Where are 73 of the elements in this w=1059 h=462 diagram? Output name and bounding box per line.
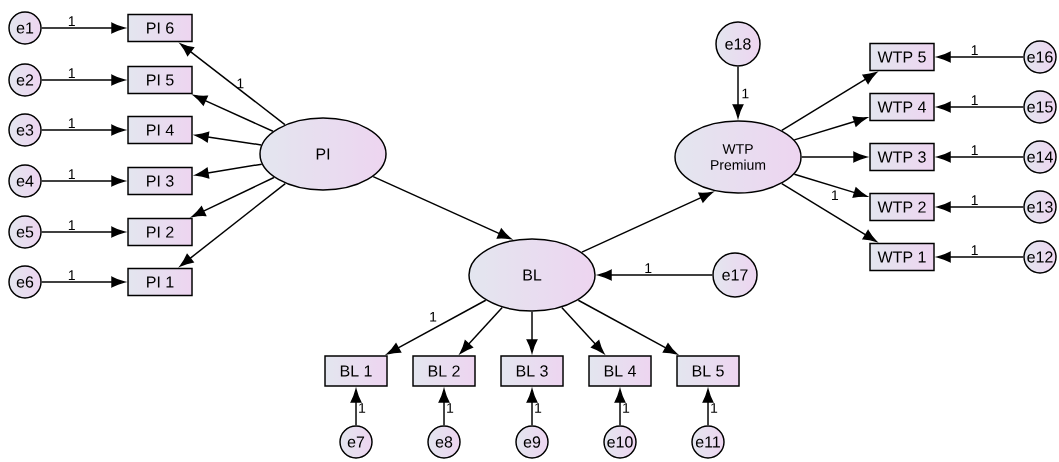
variable-box: PI 3 [127, 166, 193, 196]
arrow [937, 151, 1024, 163]
edge-label: 1 [971, 245, 978, 255]
arrow [781, 182, 877, 242]
edge-label: 1 [237, 78, 244, 89]
edge-label: 1 [68, 68, 75, 78]
arrow [801, 151, 867, 163]
edge-label: 1 [645, 263, 652, 273]
edge-label: 1 [68, 118, 75, 128]
edge-label: 1 [623, 403, 630, 413]
variable-box: BL 1 [324, 355, 388, 387]
arrow [41, 124, 125, 136]
edge-label: 1 [68, 270, 75, 280]
edge-label: 1 [359, 403, 366, 413]
arrow [41, 74, 125, 86]
arrow [372, 175, 512, 240]
arrow [41, 22, 125, 34]
variable-box: WTP 1 [869, 242, 935, 272]
edge-label: 1 [68, 169, 75, 179]
arrow [793, 116, 868, 141]
variable-box: BL 3 [500, 355, 564, 387]
arrow [581, 191, 713, 253]
variable-box: WTP 3 [869, 142, 935, 172]
arrow [459, 306, 503, 354]
arrow [937, 251, 1024, 263]
variable-box: PI 2 [127, 217, 193, 247]
arrow [793, 173, 868, 198]
arrow [937, 51, 1024, 63]
arrow [781, 72, 877, 132]
edge-label: 1 [971, 145, 978, 155]
arrow [41, 175, 125, 187]
variable-box: WTP 4 [869, 92, 935, 122]
arrow [526, 311, 538, 353]
arrow [614, 389, 626, 426]
edge-label: 1 [742, 88, 749, 99]
edge-label: 1 [430, 312, 437, 322]
arrow [598, 269, 713, 281]
variable-box: BL 2 [412, 355, 476, 387]
edge-label: 1 [971, 95, 978, 105]
edge-label: 1 [971, 195, 978, 205]
arrow [702, 389, 714, 426]
variable-box: WTP 2 [869, 192, 935, 222]
arrow [180, 43, 286, 126]
arrow [386, 299, 487, 355]
variable-box: PI 6 [127, 13, 193, 43]
arrow [732, 66, 744, 118]
variable-box: BL 5 [676, 355, 740, 387]
variable-box: BL 4 [588, 355, 652, 387]
edge-label: 1 [68, 220, 75, 230]
variable-box: PI 4 [127, 115, 193, 145]
arrow [41, 226, 125, 238]
arrow [191, 176, 275, 218]
arrow [350, 389, 362, 426]
edge-label: 1 [535, 403, 542, 413]
arrow [195, 163, 263, 179]
edge-label: 1 [68, 16, 75, 26]
edge-label: 1 [971, 45, 978, 55]
variable-box: PI 5 [127, 65, 193, 95]
arrow [438, 389, 450, 426]
arrow [193, 94, 274, 132]
variable-box: WTP 5 [869, 42, 935, 72]
arrow [937, 201, 1024, 213]
arrow [179, 182, 287, 267]
edge-label: 1 [711, 403, 718, 413]
edge-label: 1 [832, 190, 839, 201]
arrow [561, 306, 605, 354]
arrow [937, 101, 1024, 113]
arrow [526, 389, 538, 426]
edge-label: 1 [447, 403, 454, 413]
arrow [577, 299, 678, 355]
arrow [195, 131, 262, 146]
arrow [41, 276, 125, 288]
variable-box: PI 1 [127, 267, 193, 297]
